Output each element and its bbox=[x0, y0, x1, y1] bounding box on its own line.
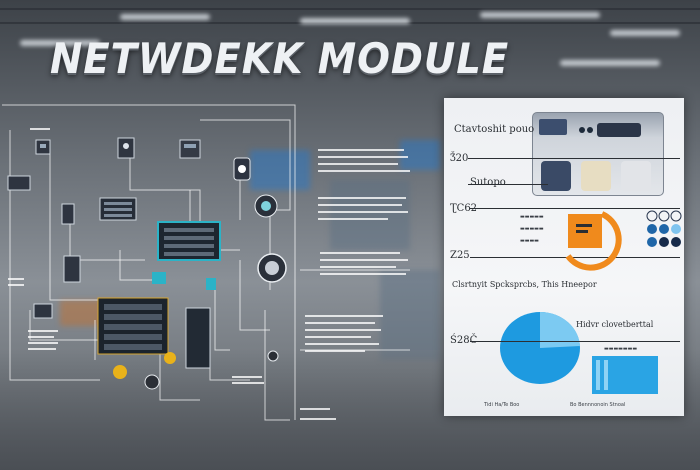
network-device-icon bbox=[61, 203, 75, 225]
panel-section-heading: Clsrtnyit Spcksprcbs, This Hneepor bbox=[452, 280, 597, 289]
sensor-icon bbox=[233, 157, 251, 181]
switch-icon bbox=[185, 307, 211, 369]
server-rack-icon bbox=[97, 297, 169, 355]
switch-icon bbox=[179, 139, 201, 159]
pie-chart bbox=[500, 311, 580, 384]
panel-label-b: Sutopo bbox=[470, 177, 506, 188]
panel-foot-right: Bo Bennnonoin Stnoal bbox=[570, 402, 626, 408]
network-device-icon bbox=[63, 255, 81, 283]
network-device-icon bbox=[33, 303, 53, 319]
status-indicators bbox=[646, 210, 682, 247]
router-icon bbox=[117, 137, 135, 159]
panel-label-d: Z25 bbox=[450, 250, 470, 261]
network-module-device bbox=[532, 112, 664, 196]
server-rack-icon bbox=[99, 197, 137, 221]
server-rack-icon bbox=[157, 221, 221, 261]
switch-icon bbox=[7, 175, 31, 191]
gauge-icon bbox=[565, 211, 622, 271]
network-device-icon bbox=[35, 139, 51, 155]
panel-label-a: Ǯ20 bbox=[450, 153, 469, 164]
page-title: NETWDEKK MODULE bbox=[50, 34, 510, 83]
bar-caption: Hidvr clovetberttal bbox=[576, 320, 654, 329]
bar-block bbox=[592, 356, 658, 394]
network-diagram bbox=[2, 104, 410, 421]
network-device-icon bbox=[152, 272, 216, 290]
panel-label-c: ƮC62 bbox=[450, 203, 478, 214]
info-panel: Ctavtoshit pouo Ǯ20 Sutopo ƮC62 Z25 ▬▬▬▬… bbox=[444, 98, 684, 416]
panel-label-e: Ś28Č bbox=[450, 335, 478, 346]
camera-icon bbox=[254, 194, 278, 218]
camera-icon bbox=[257, 253, 287, 283]
panel-label-top: Ctavtoshit pouo bbox=[454, 124, 535, 135]
panel-foot-left: Tidi Ha/Te Boo bbox=[484, 402, 520, 408]
sensor-icon bbox=[113, 350, 279, 390]
